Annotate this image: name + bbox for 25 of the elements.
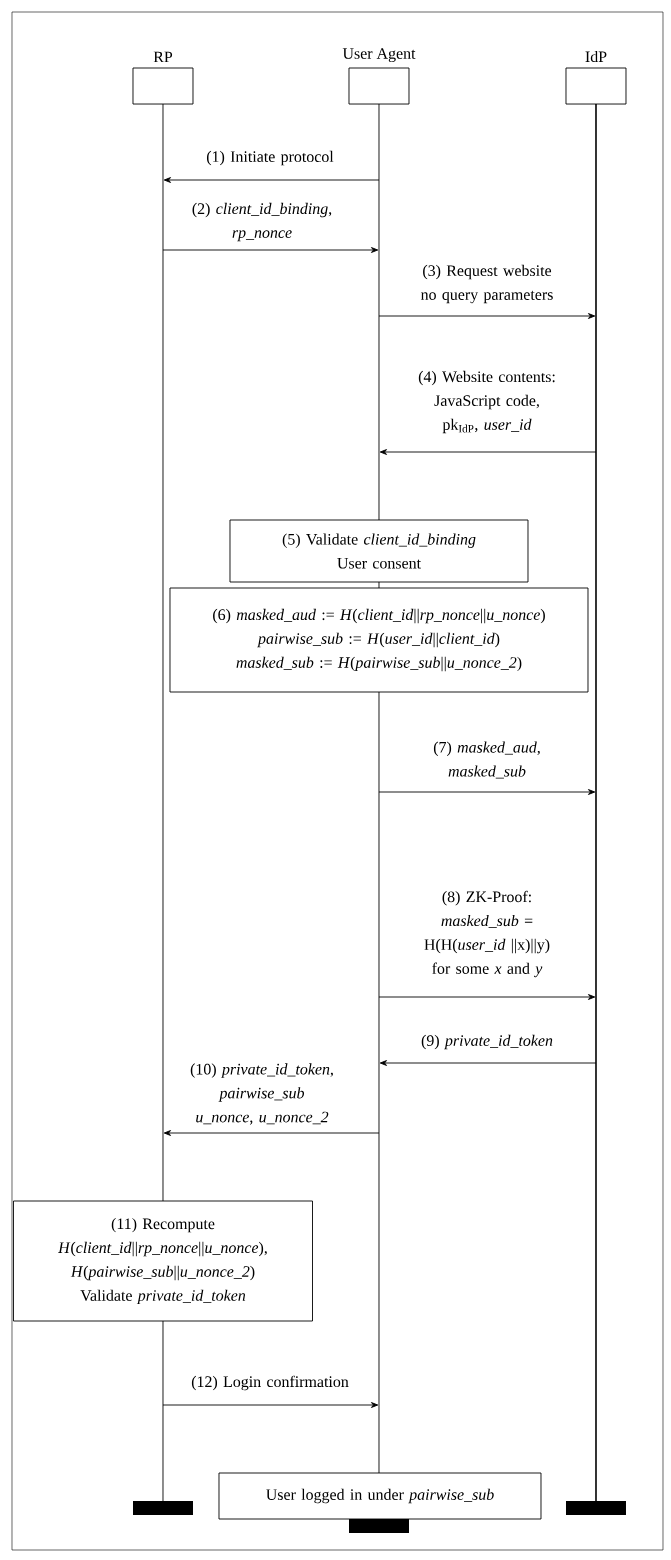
edge-label: (7) masked_aud, masked_sub — [433, 741, 540, 779]
message-arrow — [379, 1060, 597, 1066]
edge-label: (12) Login confirmation — [191, 1375, 349, 1391]
edge-label: (9) private_id_token — [421, 1034, 553, 1050]
message-arrow — [162, 1402, 379, 1408]
node-label: User Agent — [342, 48, 416, 63]
edge-label: (3) Request website no query parameters — [420, 264, 553, 304]
edge-label: (2) client_id_binding, rp_nonce — [192, 202, 332, 242]
process-box: (11) Recompute H(client_id||rp_nonce||u_nonce), H(pairwise_sub||u_nonce_2) Validate private_id_token — [13, 1200, 313, 1322]
message-arrow — [378, 789, 596, 795]
message-arrow — [378, 313, 596, 319]
process-box: User logged in under pairwise_sub — [218, 1472, 542, 1520]
message-arrow — [379, 449, 597, 455]
edge-label: (1) Initiate protocol — [206, 150, 334, 166]
node-label: RP — [153, 51, 173, 63]
message-arrow — [163, 1130, 380, 1136]
process-box: (5) Validate client_id_binding User consent — [229, 519, 529, 583]
edge-label: (10) private_id_token, pairwise_sub u_nonce, u_nonce_2 — [190, 1063, 333, 1125]
message-arrow — [163, 177, 380, 183]
edge-label: (8) ZK-Proof: masked_sub = H(H(user_id ||x)||y) for some x and y — [424, 890, 550, 978]
edge-label: (4) Website contents: JavaScript code, pk$_{IdP}$, user_id — [418, 370, 555, 434]
message-arrow — [378, 994, 596, 1000]
node-label: IdP — [585, 50, 607, 63]
message-arrow — [162, 247, 379, 253]
process-box: (6) masked_aud := H(client_id||rp_nonce||u_nonce) pairwise_sub := H(user_id||client_id) masked_sub := H(pairwise_sub||u_nonce_2) — [169, 587, 589, 693]
